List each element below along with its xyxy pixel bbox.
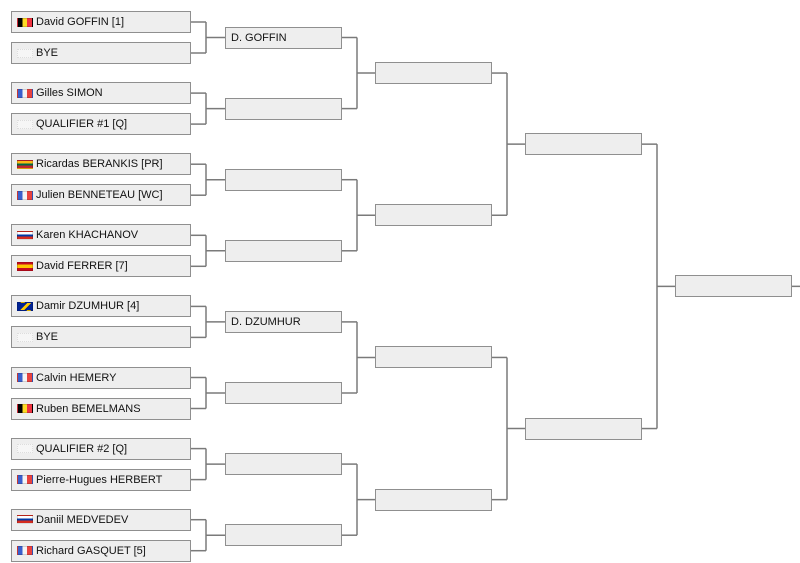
winner-slot-round-5[interactable]: [675, 275, 792, 298]
empty-flag-icon: [17, 48, 33, 58]
player-name: Ruben BEMELMANS: [36, 402, 141, 415]
winner-slot-round-3[interactable]: [375, 488, 492, 511]
france-flag-icon: [17, 88, 33, 98]
winner-slot-round-2[interactable]: [225, 239, 342, 262]
player-name: BYE: [36, 331, 59, 344]
winner-slot-round-2[interactable]: [225, 524, 342, 547]
player-name: Calvin HEMERY: [36, 371, 117, 384]
winner-slot-round-3[interactable]: [375, 204, 492, 227]
player-slot[interactable]: Pierre-Hugues HERBERT: [11, 468, 191, 491]
empty-flag-icon: [17, 332, 33, 342]
winner-slot-round-4[interactable]: [525, 417, 642, 440]
player-slot[interactable]: QUALIFIER #1 [Q]: [11, 113, 191, 136]
player-name: David GOFFIN [1]: [36, 16, 125, 28]
player-name: QUALIFIER #1 [Q]: [36, 118, 128, 131]
winner-slot-round-2[interactable]: [225, 382, 342, 404]
player-slot[interactable]: David FERRER [7]: [11, 255, 191, 278]
player-slot[interactable]: David GOFFIN [1]: [11, 11, 191, 33]
player-slot[interactable]: Damir DZUMHUR [4]: [11, 295, 191, 318]
player-name: QUALIFIER #2 [Q]: [36, 442, 128, 455]
player-slot[interactable]: Calvin HEMERY: [11, 366, 191, 389]
belgium-flag-icon: [17, 404, 33, 413]
winner-name: D. DZUMHUR: [231, 315, 301, 328]
winner-name: D. GOFFIN: [231, 31, 287, 44]
player-slot[interactable]: Ricardas BERANKIS [PR]: [11, 153, 191, 176]
russia-flag-icon: [17, 515, 33, 525]
player-slot[interactable]: Karen KHACHANOV: [11, 224, 191, 247]
empty-flag-icon: [17, 119, 33, 129]
winner-slot-round-2[interactable]: [225, 97, 342, 120]
winner-slot-round-4[interactable]: [525, 133, 642, 156]
player-slot[interactable]: Julien BENNETEAU [WC]: [11, 184, 191, 207]
france-flag-icon: [17, 190, 33, 200]
empty-flag-icon: [17, 444, 33, 454]
player-slot[interactable]: BYE: [11, 326, 191, 349]
player-name: Julien BENNETEAU [WC]: [36, 189, 163, 202]
winner-slot-round-2[interactable]: [225, 168, 342, 191]
player-slot[interactable]: Ruben BEMELMANS: [11, 397, 191, 420]
player-slot[interactable]: Gilles SIMON: [11, 82, 191, 105]
winner-slot-round-2[interactable]: D. DZUMHUR: [225, 310, 342, 333]
winner-slot-round-3[interactable]: [375, 346, 492, 369]
russia-flag-icon: [17, 230, 33, 240]
spain-flag-icon: [17, 261, 33, 271]
france-flag-icon: [17, 475, 33, 485]
france-flag-icon: [17, 373, 33, 382]
winner-slot-round-3[interactable]: [375, 62, 492, 85]
france-flag-icon: [17, 546, 33, 556]
bosnia-flag-icon: [17, 301, 33, 311]
winner-slot-round-2[interactable]: [225, 453, 342, 476]
player-slot[interactable]: BYE: [11, 42, 191, 64]
player-name: Ricardas BERANKIS [PR]: [36, 158, 163, 171]
belgium-flag-icon: [17, 17, 33, 27]
player-name: Damir DZUMHUR [4]: [36, 300, 140, 313]
player-slot[interactable]: QUALIFIER #2 [Q]: [11, 437, 191, 460]
player-name: Gilles SIMON: [36, 87, 103, 100]
player-name: Karen KHACHANOV: [36, 229, 139, 242]
player-name: Daniil MEDVEDEV: [36, 513, 129, 526]
player-name: David FERRER [7]: [36, 260, 128, 273]
player-name: Pierre-Hugues HERBERT: [36, 473, 163, 486]
lithuania-flag-icon: [17, 159, 33, 169]
player-name: Richard GASQUET [5]: [36, 544, 146, 557]
winner-slot-round-2[interactable]: D. GOFFIN: [225, 26, 342, 49]
player-slot[interactable]: Richard GASQUET [5]: [11, 539, 191, 562]
player-name: BYE: [36, 47, 59, 59]
player-slot[interactable]: Daniil MEDVEDEV: [11, 508, 191, 531]
